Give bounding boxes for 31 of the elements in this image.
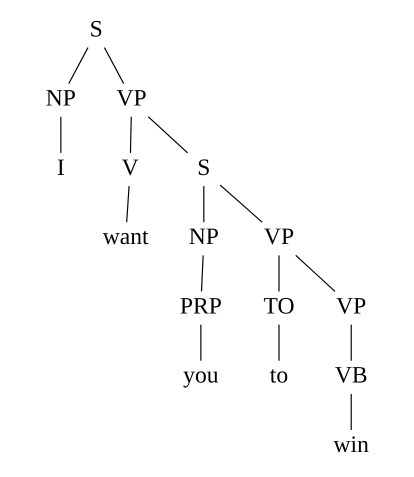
node-text: I — [56, 154, 64, 181]
node-text: VP — [263, 224, 294, 250]
node-text: PRP — [179, 293, 222, 320]
connector — [147, 116, 188, 154]
node-text: want — [102, 224, 148, 250]
node-text: you — [182, 362, 218, 389]
connector — [200, 255, 204, 292]
node-text: VB — [334, 362, 368, 389]
connector — [68, 47, 88, 84]
connector — [200, 324, 201, 361]
connector — [294, 254, 335, 292]
connector — [278, 324, 280, 361]
node-text: S — [196, 154, 210, 181]
connector — [60, 116, 61, 153]
node-text: TO — [262, 293, 294, 320]
connector — [202, 186, 204, 222]
connector — [350, 394, 352, 430]
node-text: win — [333, 432, 368, 458]
node-text: VP — [336, 293, 366, 320]
node-text: VP — [116, 86, 146, 112]
node-text: V — [121, 154, 138, 181]
connector — [129, 116, 132, 153]
node-text: NP — [188, 224, 218, 250]
node-text: to — [269, 362, 288, 389]
node-text: S — [89, 16, 102, 42]
node-text: NP — [45, 86, 76, 112]
connector — [126, 186, 130, 222]
connector — [350, 324, 352, 361]
connector — [278, 255, 280, 292]
connector — [219, 184, 262, 223]
connector — [103, 47, 124, 84]
